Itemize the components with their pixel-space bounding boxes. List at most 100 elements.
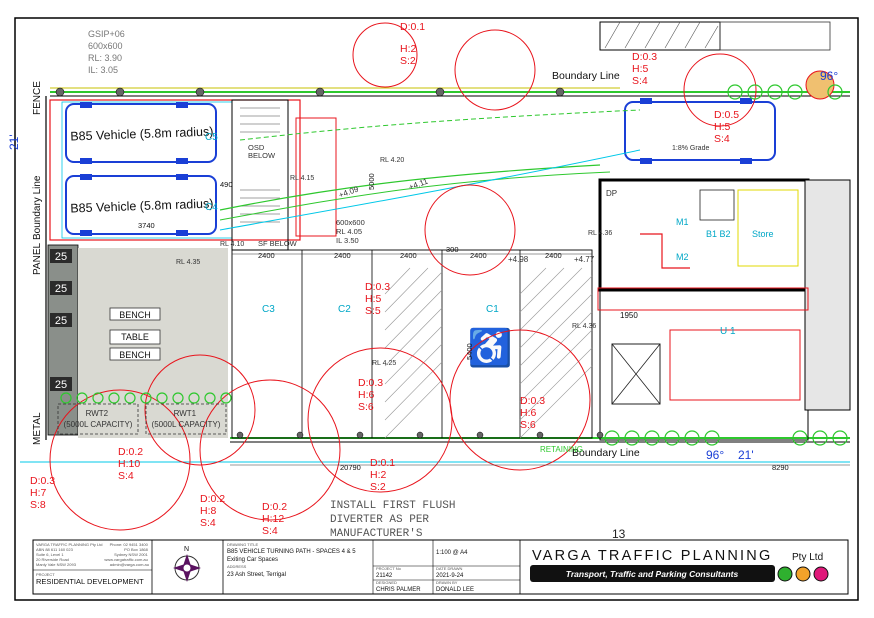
central-car-spaces [231,249,593,439]
dim-2400-a: 2400 [258,251,275,260]
rl-3: RL 4.20 [380,157,404,164]
left-boundary-label: Boundary Line [32,175,43,240]
dim-490: 490 [220,180,233,189]
m1-label: M1 [676,217,689,227]
bearing-left: 21' [7,134,21,150]
right-building [597,178,851,441]
rl-6: RL 4.36 [572,323,596,330]
project-no: 21142 [376,573,393,579]
bearing-bottom-min: 21' [738,448,754,462]
table-label: TABLE [121,332,149,342]
rl-4: RL 4.36 [588,230,612,237]
tree-number-1: 25 [55,251,67,263]
m2-label: M2 [676,252,689,262]
address-caption: ADDRESS [227,564,247,569]
drawn: DONALD LEE [436,587,474,593]
dim-2400-c: 2400 [400,251,417,260]
dim-2400-b: 2400 [334,251,351,260]
pit-note-top: GSIP+06 600x600 RL: 3.90 IL: 3.05 [88,29,127,75]
brand-name: VARGA TRAFFIC PLANNING [532,548,772,564]
tree-number-4: 25 [55,379,67,391]
tree-markers [55,87,604,439]
dim-8290: 8290 [772,463,789,472]
bearing-top: 96° [820,69,838,83]
north-arrow-icon [173,554,201,582]
osd-label: OSD BELOW [248,143,276,160]
rl-7: RL 4.25 [372,360,396,367]
drawing-subtitle: Exiting Car Spaces [227,557,278,563]
tank-label-1: RWT2 (5000L CAPACITY) [64,409,133,429]
tagline-bar [530,565,775,582]
bench-table [109,307,161,361]
rl-5: RL 4.35 [176,259,200,266]
logo-green-dot-icon [777,566,793,582]
space-c4: C4 [205,202,218,213]
logo-pink-dot-icon [813,566,829,582]
dim-1950: 1950 [620,311,638,320]
rainwater-tanks [57,403,227,435]
dim-2400-d: 2400 [470,251,487,260]
dim-300: 300 [446,245,459,254]
date-caption: DATE DRAWN [436,566,463,571]
brand-suffix: Pty Ltd [792,552,823,563]
turning-path-curves [219,109,641,231]
project-caption: PROJECT [36,572,55,577]
designed-caption: DESIGNED [376,580,397,585]
rl-1: RL 4.15 [290,175,314,182]
space-c2: C2 [338,304,351,315]
drawing-area: B85 Vehicle (5.8m radius) B85 Vehicle (5… [7,21,851,541]
date: 2021-9-24 [436,573,464,579]
unit-label: U 1 [720,326,736,337]
designed: CHRIS PALMER [376,587,421,593]
building-hatch [599,21,831,51]
sheet-number: 13 [612,527,626,541]
logo-orange-dot-icon [795,566,811,582]
contact-details: Phone: 02 9451 3400 PO Box 1868 Sydney N… [104,542,149,567]
bench-label-1: BENCH [119,310,151,320]
grade-label: 1:8% Grade [672,145,709,152]
shrub-row [60,84,848,446]
rl-9: +4.77 [574,255,595,264]
dp-label: DP [606,189,617,198]
dim-20790: 20790 [340,463,361,472]
tree-number-3: 25 [55,315,67,327]
store-label: Store [752,229,774,239]
sf-below-label: SF BELOW [258,239,298,248]
panel-label: PANEL [32,243,43,275]
right-car-space [624,98,776,164]
drawn-caption: DRAWN BY [436,580,458,585]
car-space-bay [49,99,301,241]
rl-8: +4.98 [508,255,529,264]
north-label: N [184,546,189,553]
space-c1: C1 [486,304,499,315]
vehicle-label-2: B85 Vehicle (5.8m radius) [70,197,214,216]
bench-label-2: BENCH [119,350,151,360]
boundary-line-bottom: Boundary Line [572,447,640,459]
dim-3740: 3740 [138,221,155,230]
tree-number-2: 25 [55,283,67,295]
dim-5000: 5000 [367,173,376,190]
dimension-lines [230,253,850,466]
rl-2: RL 4.10 [220,241,244,248]
accessible-symbol: ♿ [468,327,513,368]
vehicle-label-1-h: B85 Vehicle (5.8m radius) [70,125,214,144]
install-note: INSTALL FIRST FLUSH DIVERTER AS PER MANU… [330,500,462,540]
osd-structure [231,99,337,251]
address: 23 Ash Street, Terrigal [227,572,286,578]
pit-note: 600x600 RL 4.05 IL 3.50 [336,218,367,245]
brand-tagline: Transport, Traffic and Parking Consultan… [566,569,739,579]
space-c3: C3 [262,304,275,315]
fence-label: FENCE [32,81,43,115]
dim-5400: 5400 [465,343,474,360]
